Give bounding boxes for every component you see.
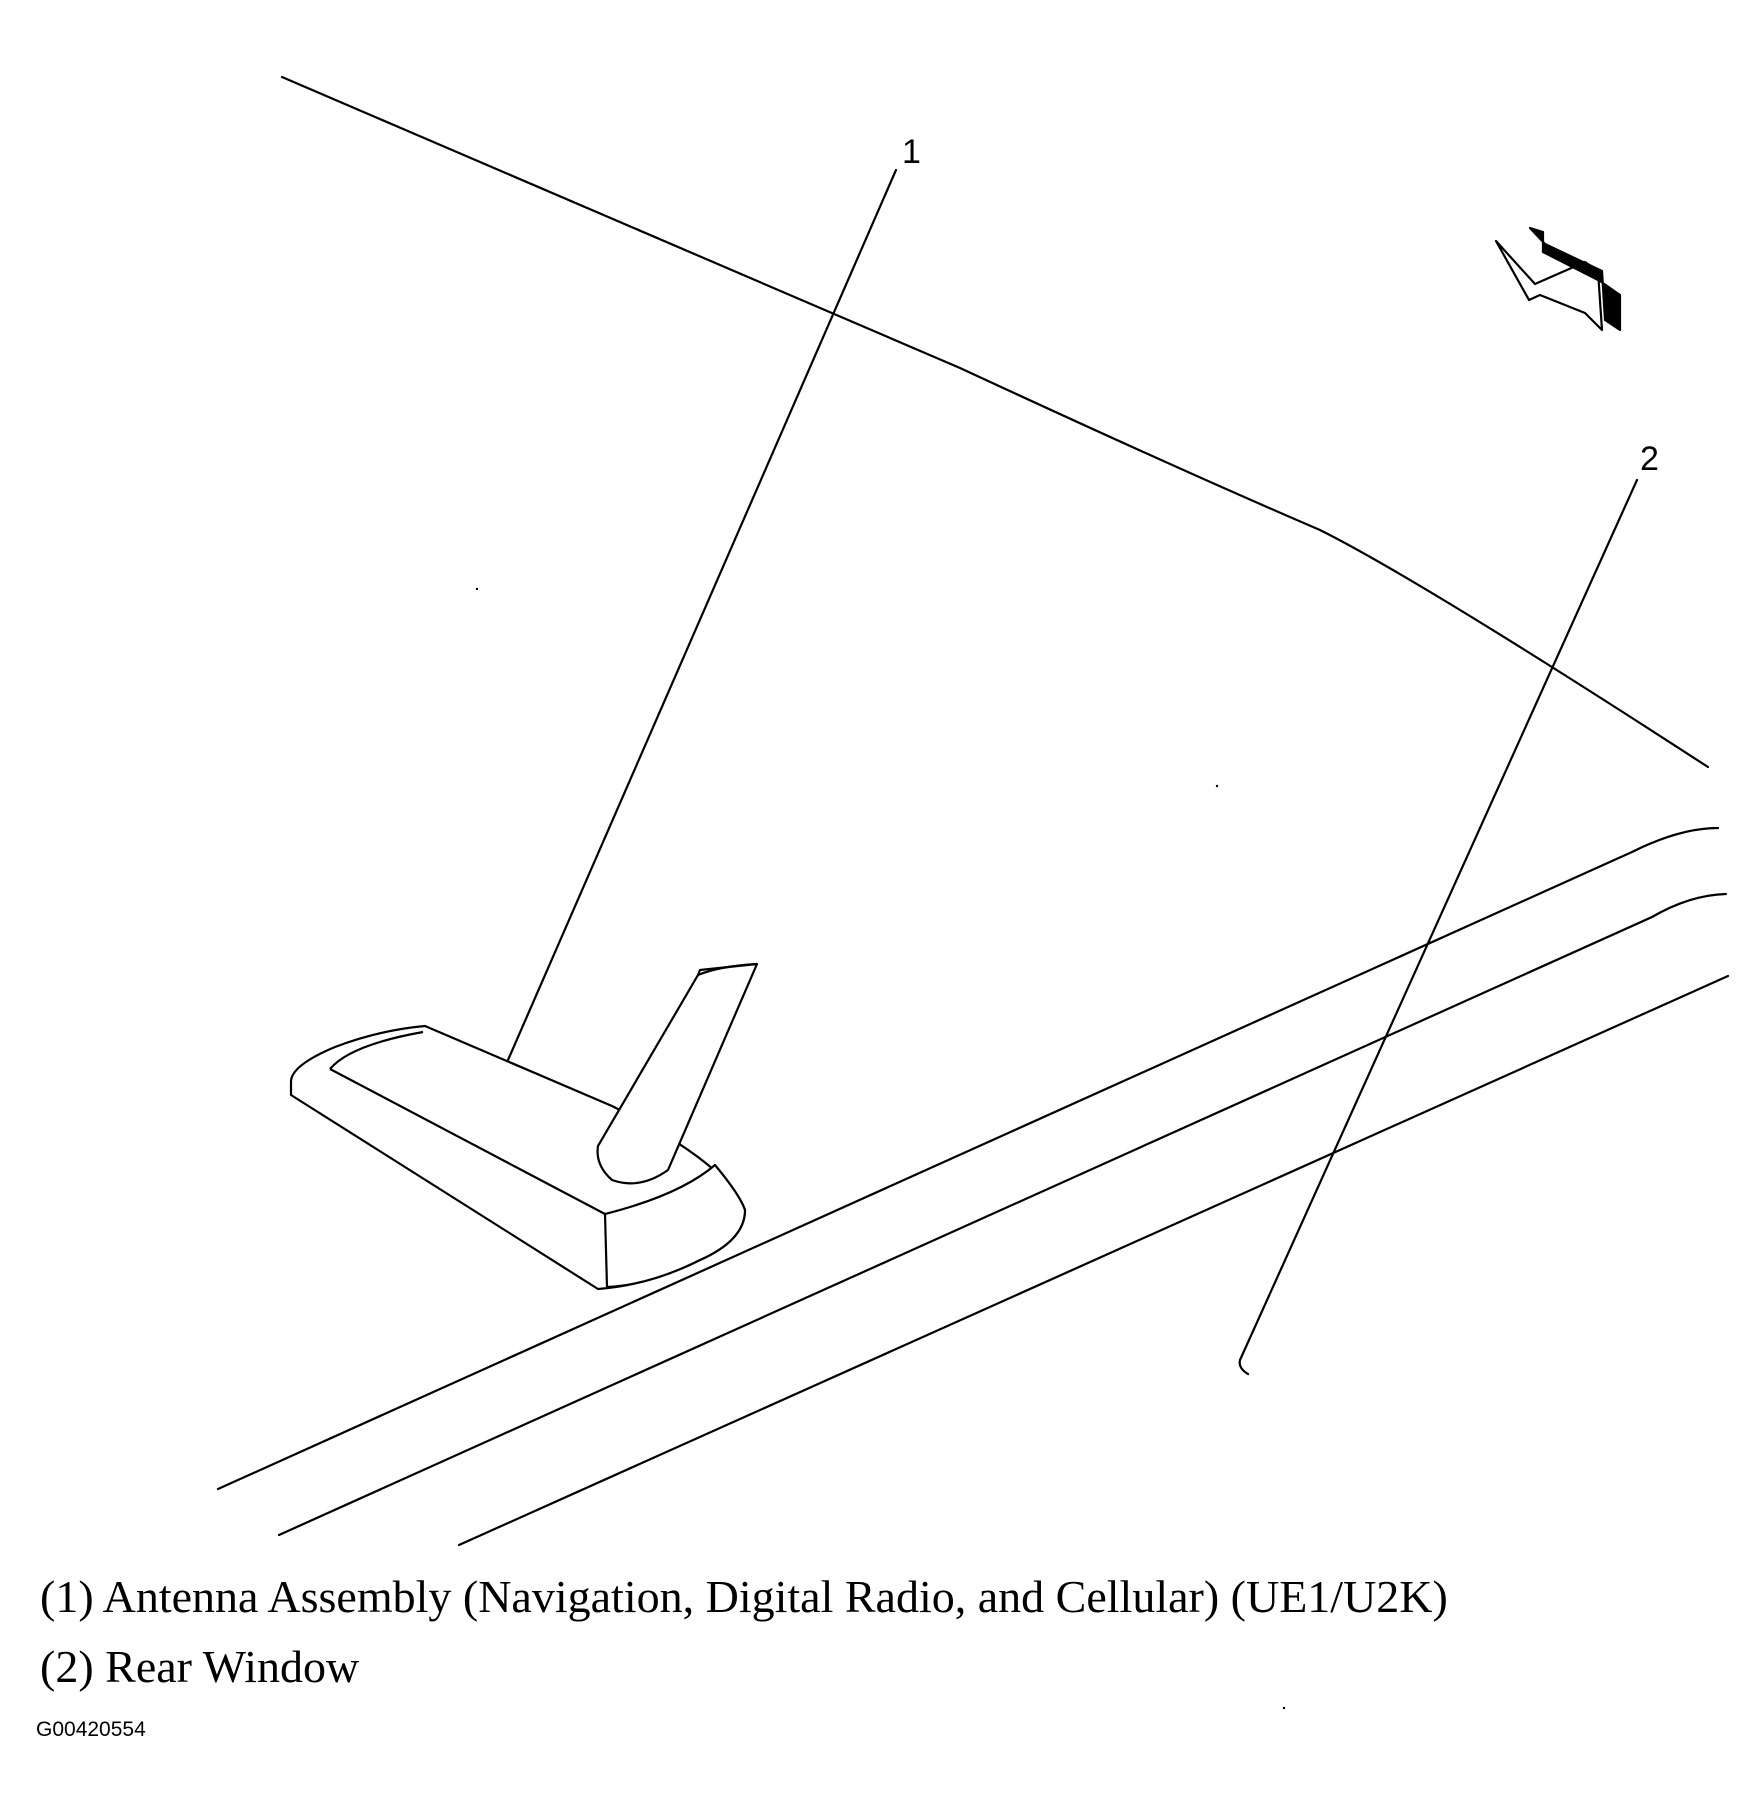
callout-1-leader [506, 168, 898, 1062]
antenna-assembly [289, 962, 759, 1291]
rear-window-molding-middle [277, 892, 1728, 1537]
scan-speck [1282, 1706, 1286, 1710]
callout-1-number: 1 [902, 133, 921, 171]
forward-arrow-icon [1494, 226, 1622, 332]
roof-edge-line [280, 75, 1710, 769]
scan-speck [475, 587, 479, 591]
legend-item-antenna-assembly: (1) Antenna Assembly (Navigation, Digita… [40, 1571, 1448, 1622]
rear-window-molding-upper [216, 826, 1720, 1491]
callout-2-leader [1238, 478, 1639, 1376]
callout-2-number: 2 [1640, 440, 1659, 478]
scan-speck [1215, 784, 1219, 788]
legend-item-rear-window: (2) Rear Window [40, 1641, 360, 1692]
rear-window-molding-lower [457, 974, 1730, 1547]
figure-id: G00420554 [36, 1718, 146, 1741]
